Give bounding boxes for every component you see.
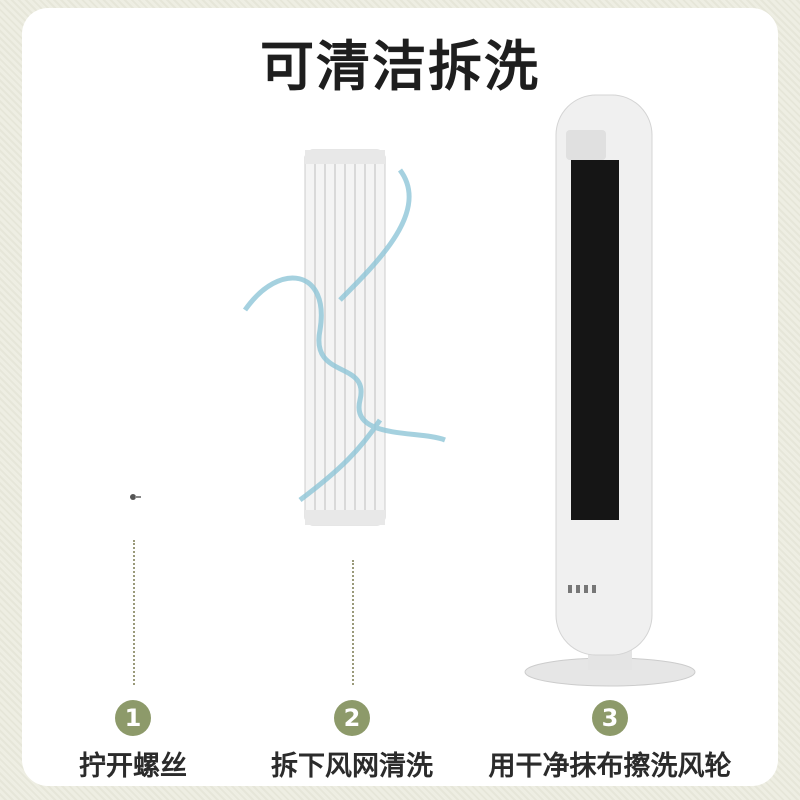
tower-fan-icon [524, 94, 696, 687]
guide-line-1 [133, 540, 135, 685]
guide-line-2 [352, 560, 354, 685]
step-number-badge: 2 [334, 700, 370, 736]
water-splash-icon [242, 168, 446, 502]
screw-icon [130, 494, 141, 500]
step-2: 2 拆下风网清洗 [212, 700, 492, 783]
filter-mesh-icon [304, 149, 386, 526]
step-label: 拧开螺丝 [79, 751, 187, 782]
page-title: 可清洁拆洗 [260, 35, 540, 98]
step-number-badge: 1 [115, 700, 151, 736]
step-3: 3 用干净抹布擦洗风轮 [470, 700, 750, 783]
step-label: 用干净抹布擦洗风轮 [488, 751, 732, 782]
step-label: 拆下风网清洗 [271, 751, 433, 782]
step-1: 1 拧开螺丝 [0, 700, 273, 783]
step-number-badge: 3 [592, 700, 628, 736]
